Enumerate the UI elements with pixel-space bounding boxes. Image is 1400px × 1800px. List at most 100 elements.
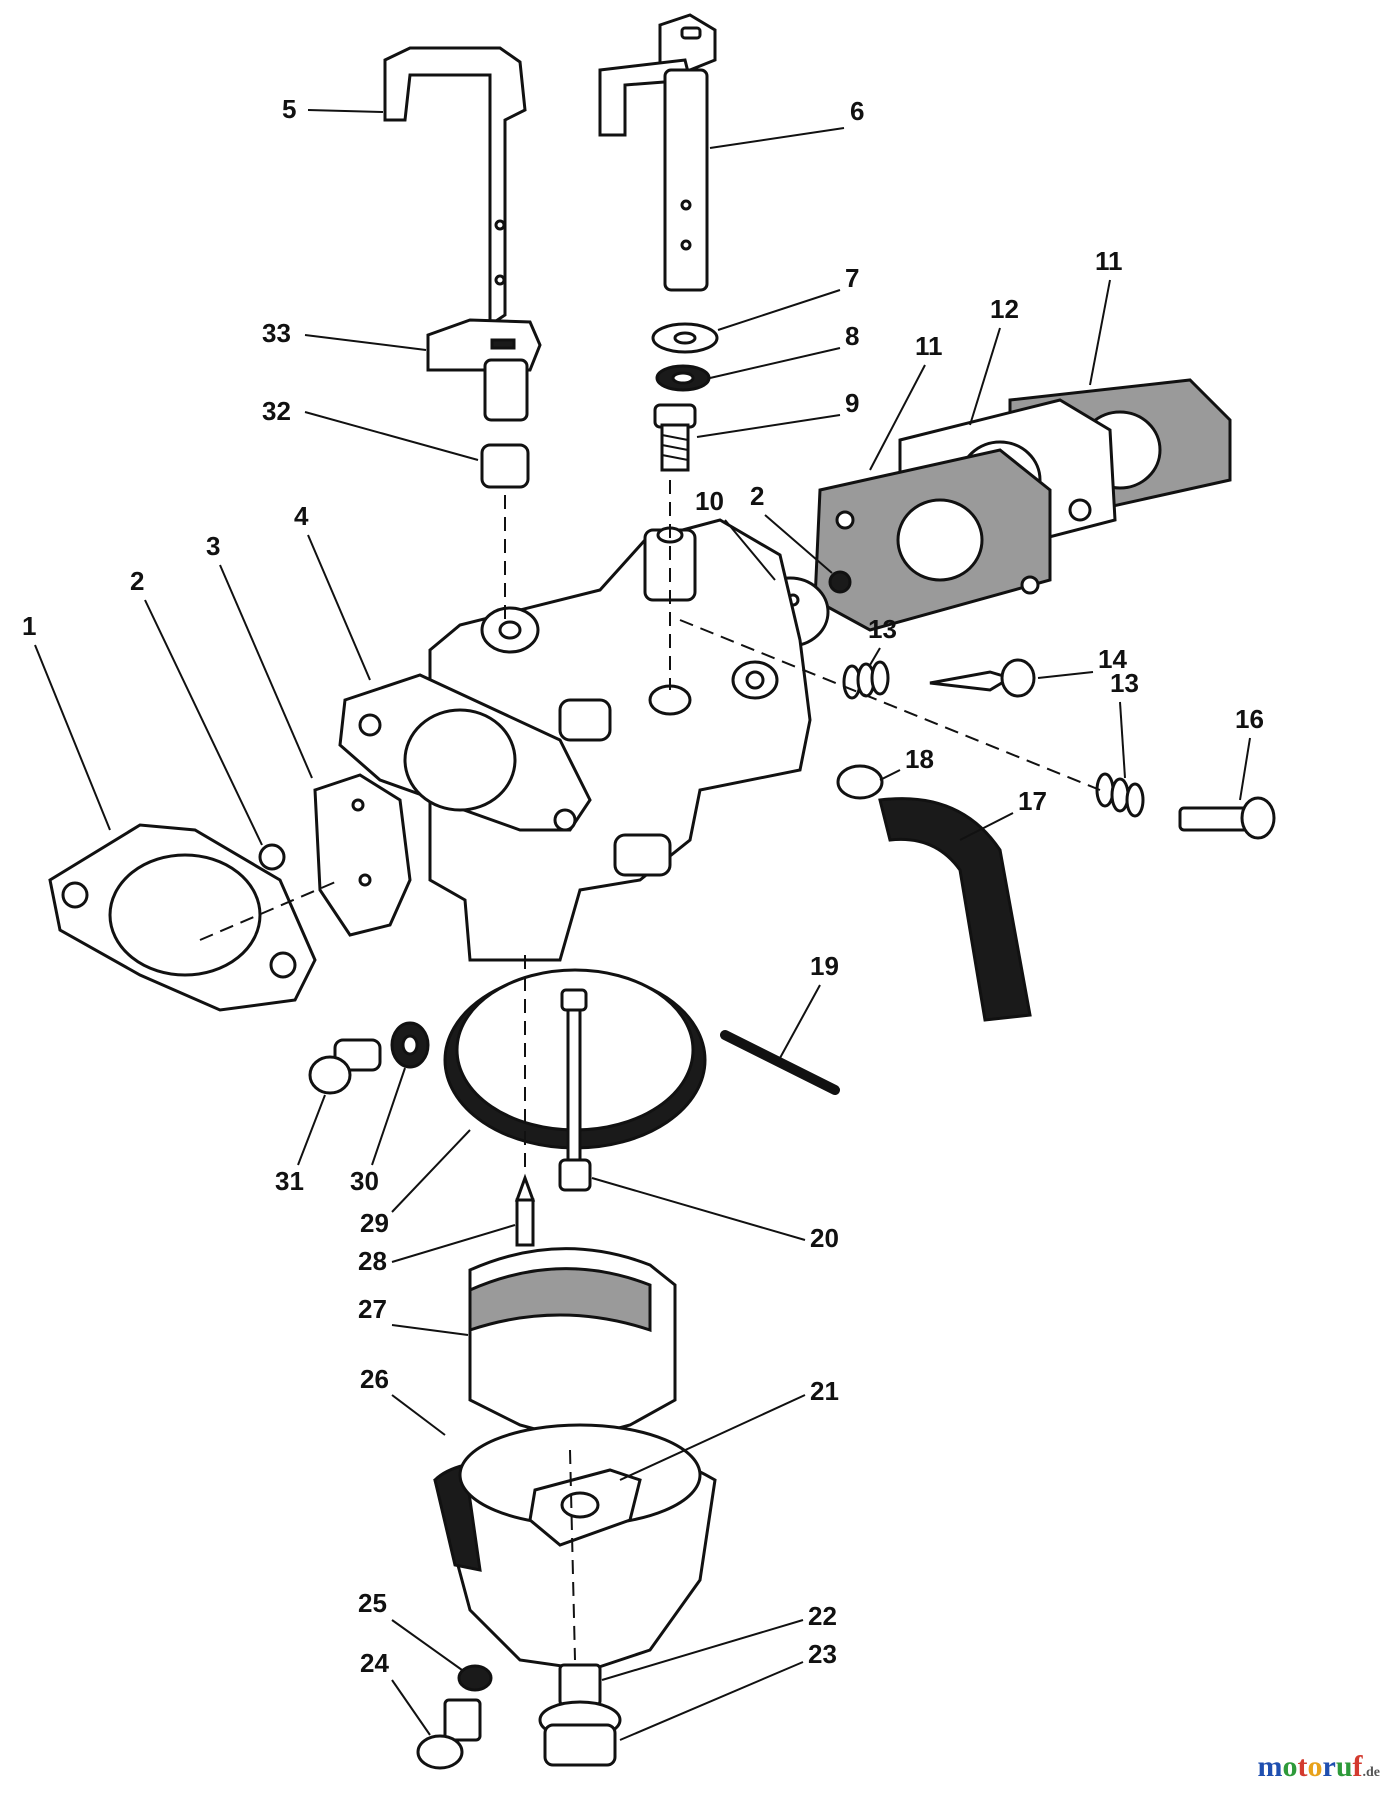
svg-text:31: 31 <box>275 1166 304 1196</box>
svg-text:26: 26 <box>360 1364 389 1394</box>
callout-19: 19 <box>779 951 839 1059</box>
svg-text:23: 23 <box>808 1639 837 1669</box>
svg-text:21: 21 <box>810 1376 839 1406</box>
part-5-throttle-lever <box>383 46 527 328</box>
part-27-float <box>468 1247 677 1442</box>
part-24-drain-screw <box>416 1698 482 1770</box>
part-32-bushing <box>480 443 530 489</box>
callout-27: 27 <box>358 1294 469 1336</box>
svg-text:18: 18 <box>905 744 934 774</box>
svg-text:1: 1 <box>22 611 36 641</box>
part-2-screw-left <box>258 843 286 871</box>
callout-24: 24 <box>360 1648 431 1736</box>
part-6-choke-shaft <box>598 13 717 292</box>
callout-13-upper: 13 <box>868 614 897 666</box>
callout-14: 14 <box>1037 644 1127 679</box>
svg-text:19: 19 <box>810 951 839 981</box>
part-18-clip <box>836 764 884 800</box>
svg-text:2: 2 <box>130 566 144 596</box>
svg-text:22: 22 <box>808 1601 837 1631</box>
callout-28: 28 <box>358 1224 516 1276</box>
callout-13-lower: 13 <box>1110 668 1139 779</box>
callout-26: 26 <box>360 1364 446 1436</box>
callout-25: 25 <box>358 1588 463 1671</box>
svg-text:11: 11 <box>1095 246 1123 276</box>
svg-text:4: 4 <box>294 501 309 531</box>
svg-text:29: 29 <box>360 1208 389 1238</box>
alignment-line-gasket <box>199 879 341 941</box>
part-26-float-bowl <box>433 1423 717 1672</box>
watermark-suffix: .de <box>1362 1765 1381 1780</box>
callout-1: 1 <box>22 611 111 831</box>
callout-10: 10 <box>695 486 776 581</box>
part-1-gasket <box>48 823 317 1012</box>
part-14-screw <box>929 658 1036 698</box>
callout-3: 3 <box>206 531 313 779</box>
svg-text:32: 32 <box>262 396 291 426</box>
alignment-line-idle <box>679 619 1101 791</box>
callout-7: 7 <box>717 263 859 331</box>
svg-text:14: 14 <box>1098 644 1127 674</box>
svg-text:2: 2 <box>750 481 764 511</box>
callout-2-right: 2 <box>750 481 833 574</box>
svg-text:13: 13 <box>1110 668 1139 698</box>
callout-22: 22 <box>601 1601 837 1681</box>
callout-11-front: 11 <box>869 331 943 471</box>
svg-text:12: 12 <box>990 294 1019 324</box>
svg-text:28: 28 <box>358 1246 387 1276</box>
part-22-bowl-nut <box>558 1663 602 1707</box>
callout-23: 23 <box>619 1639 837 1741</box>
callout-2-left: 2 <box>130 566 263 846</box>
svg-text:9: 9 <box>845 388 859 418</box>
callout-31: 31 <box>275 1094 326 1196</box>
callout-4: 4 <box>294 501 371 681</box>
svg-text:5: 5 <box>282 94 296 124</box>
callout-18: 18 <box>879 744 934 781</box>
part-13-spring-lower <box>1095 772 1145 818</box>
part-28-needle <box>514 1173 536 1247</box>
svg-text:11: 11 <box>915 331 943 361</box>
svg-text:24: 24 <box>360 1648 389 1678</box>
svg-text:17: 17 <box>1018 786 1047 816</box>
callout-12: 12 <box>969 294 1019 426</box>
callout-29: 29 <box>360 1129 471 1238</box>
svg-text:3: 3 <box>206 531 220 561</box>
callout-16: 16 <box>1235 704 1264 801</box>
svg-text:8: 8 <box>845 321 859 351</box>
callout-30: 30 <box>350 1067 406 1196</box>
callout-20: 20 <box>591 1177 839 1253</box>
part-11-gasket-front <box>813 448 1052 632</box>
svg-text:6: 6 <box>850 96 864 126</box>
callout-8: 8 <box>709 321 859 379</box>
svg-text:7: 7 <box>845 263 859 293</box>
svg-text:10: 10 <box>695 486 724 516</box>
part-25-washer <box>457 1664 493 1692</box>
part-33-lever-plate <box>426 318 542 422</box>
part-2-screw-right <box>828 570 852 594</box>
part-19-pin <box>720 1030 840 1095</box>
svg-text:20: 20 <box>810 1223 839 1253</box>
svg-text:13: 13 <box>868 614 897 644</box>
callout-11-rear: 11 <box>1089 246 1123 386</box>
svg-text:33: 33 <box>262 318 291 348</box>
callout-6: 6 <box>709 96 864 149</box>
part-17-fuel-hose <box>878 797 1032 1022</box>
svg-text:27: 27 <box>358 1294 387 1324</box>
part-3-throttle-plate <box>313 773 412 937</box>
svg-text:30: 30 <box>350 1166 379 1196</box>
callout-32: 32 <box>262 396 479 461</box>
callout-9: 9 <box>696 388 859 438</box>
part-4-carburetor-body <box>338 518 812 962</box>
watermark-logo: motoruf.de <box>1257 1750 1381 1783</box>
callout-33: 33 <box>262 318 427 351</box>
part-20-inlet-needle <box>558 988 592 1192</box>
svg-text:25: 25 <box>358 1588 387 1618</box>
part-31-screw <box>308 1038 382 1095</box>
callout-17: 17 <box>959 786 1047 841</box>
part-9-screw <box>653 403 697 472</box>
svg-text:16: 16 <box>1235 704 1264 734</box>
part-16-screw <box>1178 796 1276 840</box>
callout-21: 21 <box>619 1376 839 1481</box>
callout-5: 5 <box>282 94 384 124</box>
